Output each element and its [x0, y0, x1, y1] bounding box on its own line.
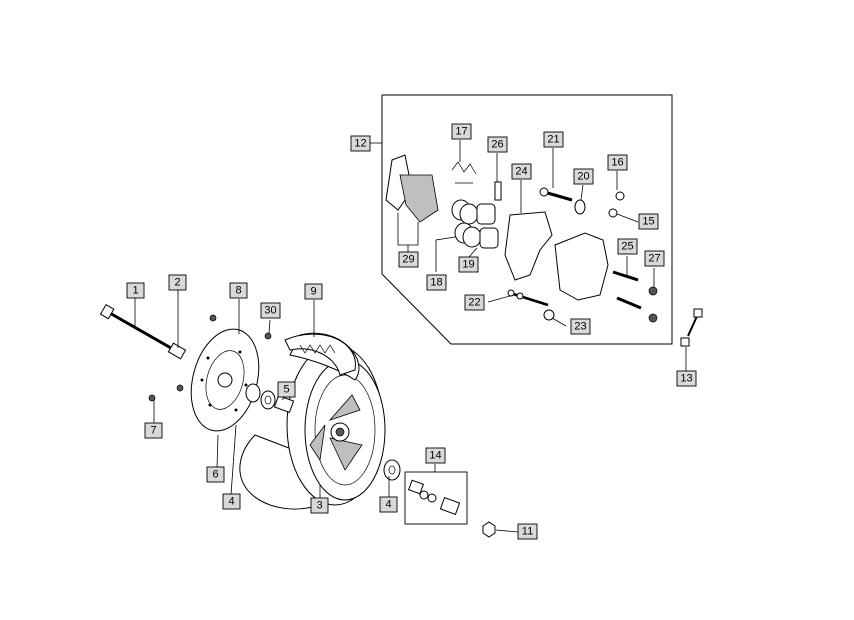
svg-text:3: 3 — [316, 500, 322, 512]
svg-text:1: 1 — [132, 285, 138, 297]
svg-text:21: 21 — [547, 134, 559, 146]
mounting-bolts — [680, 308, 703, 347]
speedometer-gear-kit — [404, 471, 468, 525]
svg-text:23: 23 — [574, 321, 586, 333]
callout-15: 15 — [638, 213, 659, 230]
callout-9: 9 — [304, 283, 323, 300]
callout-5: 5 — [277, 381, 296, 398]
callout-23: 23 — [570, 318, 591, 335]
bolt-26 — [494, 181, 502, 201]
bearing-left — [260, 390, 276, 410]
svg-text:19: 19 — [462, 259, 474, 271]
caliper-pin-21 — [539, 187, 573, 202]
callout-2: 2 — [168, 274, 187, 291]
oil-seal — [245, 383, 261, 403]
pad-spring — [451, 161, 477, 184]
rear-wheel-rim — [239, 332, 386, 510]
svg-text:22: 22 — [468, 297, 480, 309]
svg-text:17: 17 — [455, 126, 467, 138]
callout-14: 14 — [425, 447, 446, 464]
caliper-assembly-frame — [381, 94, 673, 345]
bleeder-16 — [608, 191, 625, 218]
svg-text:12: 12 — [354, 138, 366, 150]
spacer-sleeve — [273, 394, 295, 414]
piston-seals — [451, 199, 482, 248]
svg-text:8: 8 — [235, 285, 241, 297]
callout-30: 30 — [260, 302, 281, 319]
svg-text:29: 29 — [402, 254, 414, 266]
callout-12: 12 — [350, 135, 371, 152]
svg-text:18: 18 — [430, 277, 442, 289]
svg-text:25: 25 — [621, 241, 633, 253]
brake-pads — [385, 154, 439, 223]
axle-nut — [482, 521, 496, 538]
callout-16: 16 — [607, 154, 628, 171]
caliper-bracket — [504, 211, 553, 281]
svg-text:4: 4 — [385, 499, 391, 511]
axle-bolt — [99, 303, 179, 354]
svg-text:26: 26 — [491, 139, 503, 151]
callout-25: 25 — [617, 238, 638, 255]
brake-disc — [190, 328, 260, 432]
caliper-body — [554, 232, 609, 301]
axle-collar — [167, 342, 187, 360]
svg-text:24: 24 — [515, 166, 527, 178]
svg-text:30: 30 — [264, 305, 276, 317]
svg-text:16: 16 — [611, 157, 623, 169]
callout-3: 3 — [310, 497, 329, 514]
callout-24: 24 — [511, 163, 532, 180]
callout-13: 13 — [676, 370, 697, 387]
callout-4-left: 4 — [222, 493, 241, 510]
svg-text:2: 2 — [174, 277, 180, 289]
bolt-7 — [148, 394, 156, 402]
callout-27: 27 — [644, 250, 665, 267]
disc-bolt-lower — [176, 384, 184, 392]
leader-lines — [134, 140, 687, 533]
svg-text:11: 11 — [522, 526, 533, 538]
bearing-right — [383, 459, 401, 481]
callout-29: 29 — [398, 251, 419, 268]
callout-1: 1 — [126, 282, 145, 299]
callout-11: 11 — [517, 523, 538, 540]
svg-text:20: 20 — [577, 171, 589, 183]
svg-text:14: 14 — [429, 450, 441, 462]
pistons — [476, 203, 499, 249]
callout-26: 26 — [487, 136, 508, 153]
pins-25 — [612, 270, 642, 310]
callout-8: 8 — [229, 282, 248, 299]
boot-20 — [574, 199, 586, 215]
svg-text:9: 9 — [310, 286, 316, 298]
callout-6: 6 — [206, 466, 225, 483]
svg-text:13: 13 — [680, 373, 692, 385]
pin-30 — [264, 332, 272, 340]
callout-20: 20 — [573, 168, 594, 185]
svg-text:7: 7 — [150, 425, 156, 437]
callout-7: 7 — [144, 422, 163, 439]
callout-18: 18 — [426, 274, 447, 291]
svg-text:4: 4 — [228, 496, 234, 508]
callout-22: 22 — [464, 294, 485, 311]
svg-text:5: 5 — [283, 384, 289, 396]
callout-17: 17 — [451, 123, 472, 140]
svg-text:6: 6 — [212, 469, 218, 481]
caps-27 — [648, 286, 658, 323]
callout-4-right: 4 — [379, 496, 398, 513]
callout-19: 19 — [458, 256, 479, 273]
nut-23 — [543, 309, 555, 321]
disc-bolt — [209, 314, 217, 322]
svg-text:27: 27 — [648, 253, 660, 265]
tyre-tread — [284, 333, 356, 376]
bolt-22 — [507, 289, 549, 307]
callout-21: 21 — [543, 131, 564, 148]
svg-text:15: 15 — [642, 216, 654, 228]
